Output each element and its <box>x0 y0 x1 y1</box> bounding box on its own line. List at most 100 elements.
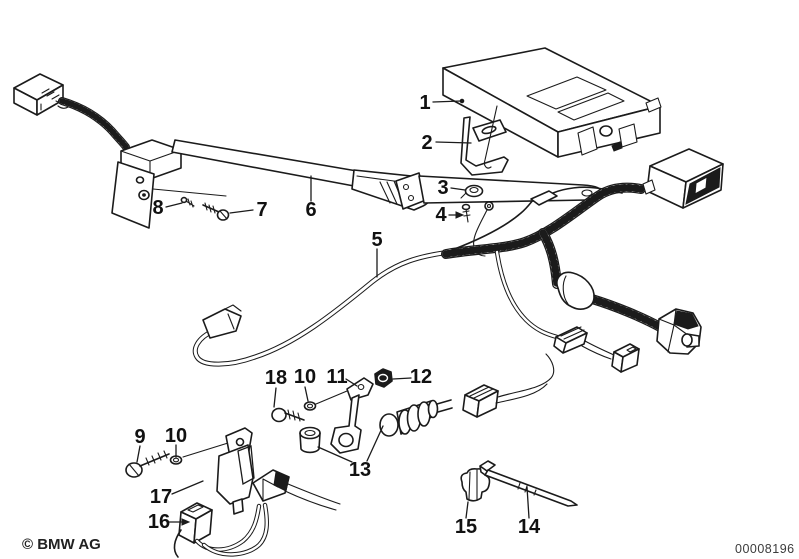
bolt9-shank <box>140 454 169 466</box>
washer10a-axis <box>183 443 228 457</box>
callout-10b[interactable]: 10 <box>293 366 317 388</box>
part-harness-branch-to-plug[interactable] <box>592 299 662 328</box>
callout-10a[interactable]: 10 <box>164 425 188 447</box>
conn13-right <box>477 391 498 417</box>
plug13-pins <box>437 400 452 412</box>
part-washer-10b[interactable] <box>305 391 348 410</box>
callout-18[interactable]: 18 <box>264 367 288 389</box>
grommet3-tab <box>461 193 466 198</box>
switch-front-panel <box>112 162 154 228</box>
part-cable-16-tails[interactable] <box>174 484 340 557</box>
clip15-body <box>461 469 489 501</box>
leader-16-arrow <box>182 519 189 525</box>
screw8-head <box>181 198 186 203</box>
part-inline-cable[interactable] <box>452 187 622 250</box>
grommet13-hole <box>305 431 315 436</box>
part-connector-16b[interactable] <box>253 470 289 501</box>
washer10b-axis <box>316 391 347 404</box>
socketplug-shadow <box>674 311 698 329</box>
leader-8 <box>166 203 182 207</box>
part-screw-4[interactable] <box>463 205 471 223</box>
leader-15 <box>466 502 468 518</box>
washer10b-inner <box>308 404 313 408</box>
part-flat-connector[interactable] <box>554 327 614 359</box>
bracket-pin <box>484 106 497 168</box>
part-plug-connector[interactable] <box>14 74 68 115</box>
part-base-plate[interactable] <box>396 173 602 209</box>
part-connector-near-13[interactable] <box>463 354 554 417</box>
bracket-slot <box>481 125 496 135</box>
part-plug-13[interactable] <box>380 400 452 436</box>
part-screw-8[interactable] <box>181 198 194 207</box>
callout-5[interactable]: 5 <box>371 229 383 251</box>
relay-terminal <box>233 499 243 514</box>
part-harness-main-cable[interactable] <box>195 252 450 364</box>
bracket11-tab-hole <box>358 385 364 390</box>
part-grommet-13[interactable] <box>300 428 320 453</box>
leader-10b <box>305 387 308 401</box>
part-control-unit[interactable] <box>443 48 661 157</box>
conn16b-edge <box>263 479 278 501</box>
part-screw-7[interactable] <box>203 203 229 220</box>
callout-15[interactable]: 15 <box>454 516 478 538</box>
washer10b-outer <box>305 402 316 410</box>
part-coiled-cable[interactable] <box>62 101 126 147</box>
callout-9[interactable]: 9 <box>134 426 146 448</box>
leader-11 <box>346 379 357 386</box>
callout-4[interactable]: 4 <box>435 204 447 226</box>
nut12-hole <box>379 375 388 382</box>
conn16-slot <box>188 505 203 512</box>
callout-14[interactable]: 14 <box>517 516 541 538</box>
part-socket-plug-right[interactable] <box>657 309 701 354</box>
socketplug-cylinder-face <box>682 334 692 346</box>
rectconn-right <box>621 349 639 372</box>
part-harness-branch-lower[interactable] <box>543 233 557 284</box>
callout-12[interactable]: 12 <box>409 366 433 388</box>
part-harness-braid-main[interactable] <box>446 188 641 254</box>
inline-component <box>531 191 557 205</box>
part-small-rect-connector[interactable] <box>612 344 639 372</box>
callout-11[interactable]: 11 <box>326 366 348 388</box>
leader-14 <box>527 487 529 518</box>
part-turn-signal-switch[interactable] <box>112 140 226 228</box>
part-harness-end-connector[interactable] <box>203 305 241 338</box>
callout-2[interactable]: 2 <box>421 132 433 154</box>
callout-17[interactable]: 17 <box>149 486 173 508</box>
flatconn-wires <box>582 341 614 359</box>
part-bracket-11[interactable] <box>331 378 373 453</box>
boxconn-slot <box>695 177 707 194</box>
part-relay-17[interactable] <box>217 428 254 514</box>
plug13-boot <box>380 414 398 436</box>
conn13-wires <box>496 354 554 403</box>
rectconn-nub <box>627 347 636 352</box>
leader-lines <box>137 99 529 525</box>
leader-13 <box>318 426 383 462</box>
bracket11-arm <box>331 395 361 453</box>
part-nut-12[interactable] <box>375 369 392 387</box>
callout-16[interactable]: 16 <box>147 511 171 533</box>
cable16-tail-left <box>174 530 181 557</box>
callout-7[interactable]: 7 <box>256 199 268 221</box>
part-cable-16-loop2[interactable] <box>204 505 267 554</box>
part-box-connector-topright[interactable] <box>643 149 723 208</box>
part-bolt-9[interactable] <box>126 451 169 477</box>
callout-8[interactable]: 8 <box>152 197 164 219</box>
grommet13-top <box>300 428 320 439</box>
part-rubber-boot[interactable] <box>557 272 594 309</box>
part-cable-tie-14[interactable] <box>480 461 577 506</box>
screw4-shank <box>463 209 470 222</box>
callout-3[interactable]: 3 <box>437 177 449 199</box>
relay-flange-hole <box>237 439 244 446</box>
callout-13[interactable]: 13 <box>348 459 372 481</box>
callout-1[interactable]: 1 <box>419 92 431 114</box>
callout-6[interactable]: 6 <box>305 199 317 221</box>
part-mounting-bracket[interactable] <box>461 106 508 175</box>
part-grommet-3[interactable] <box>461 186 483 199</box>
grommet13-side <box>300 433 320 452</box>
switch-hole-pin <box>143 194 146 196</box>
part-clip-15[interactable] <box>461 469 489 501</box>
part-bolt-18[interactable] <box>272 409 304 422</box>
part-harness-branch-thin[interactable] <box>497 252 557 337</box>
part-switch-stalk[interactable] <box>172 140 433 210</box>
